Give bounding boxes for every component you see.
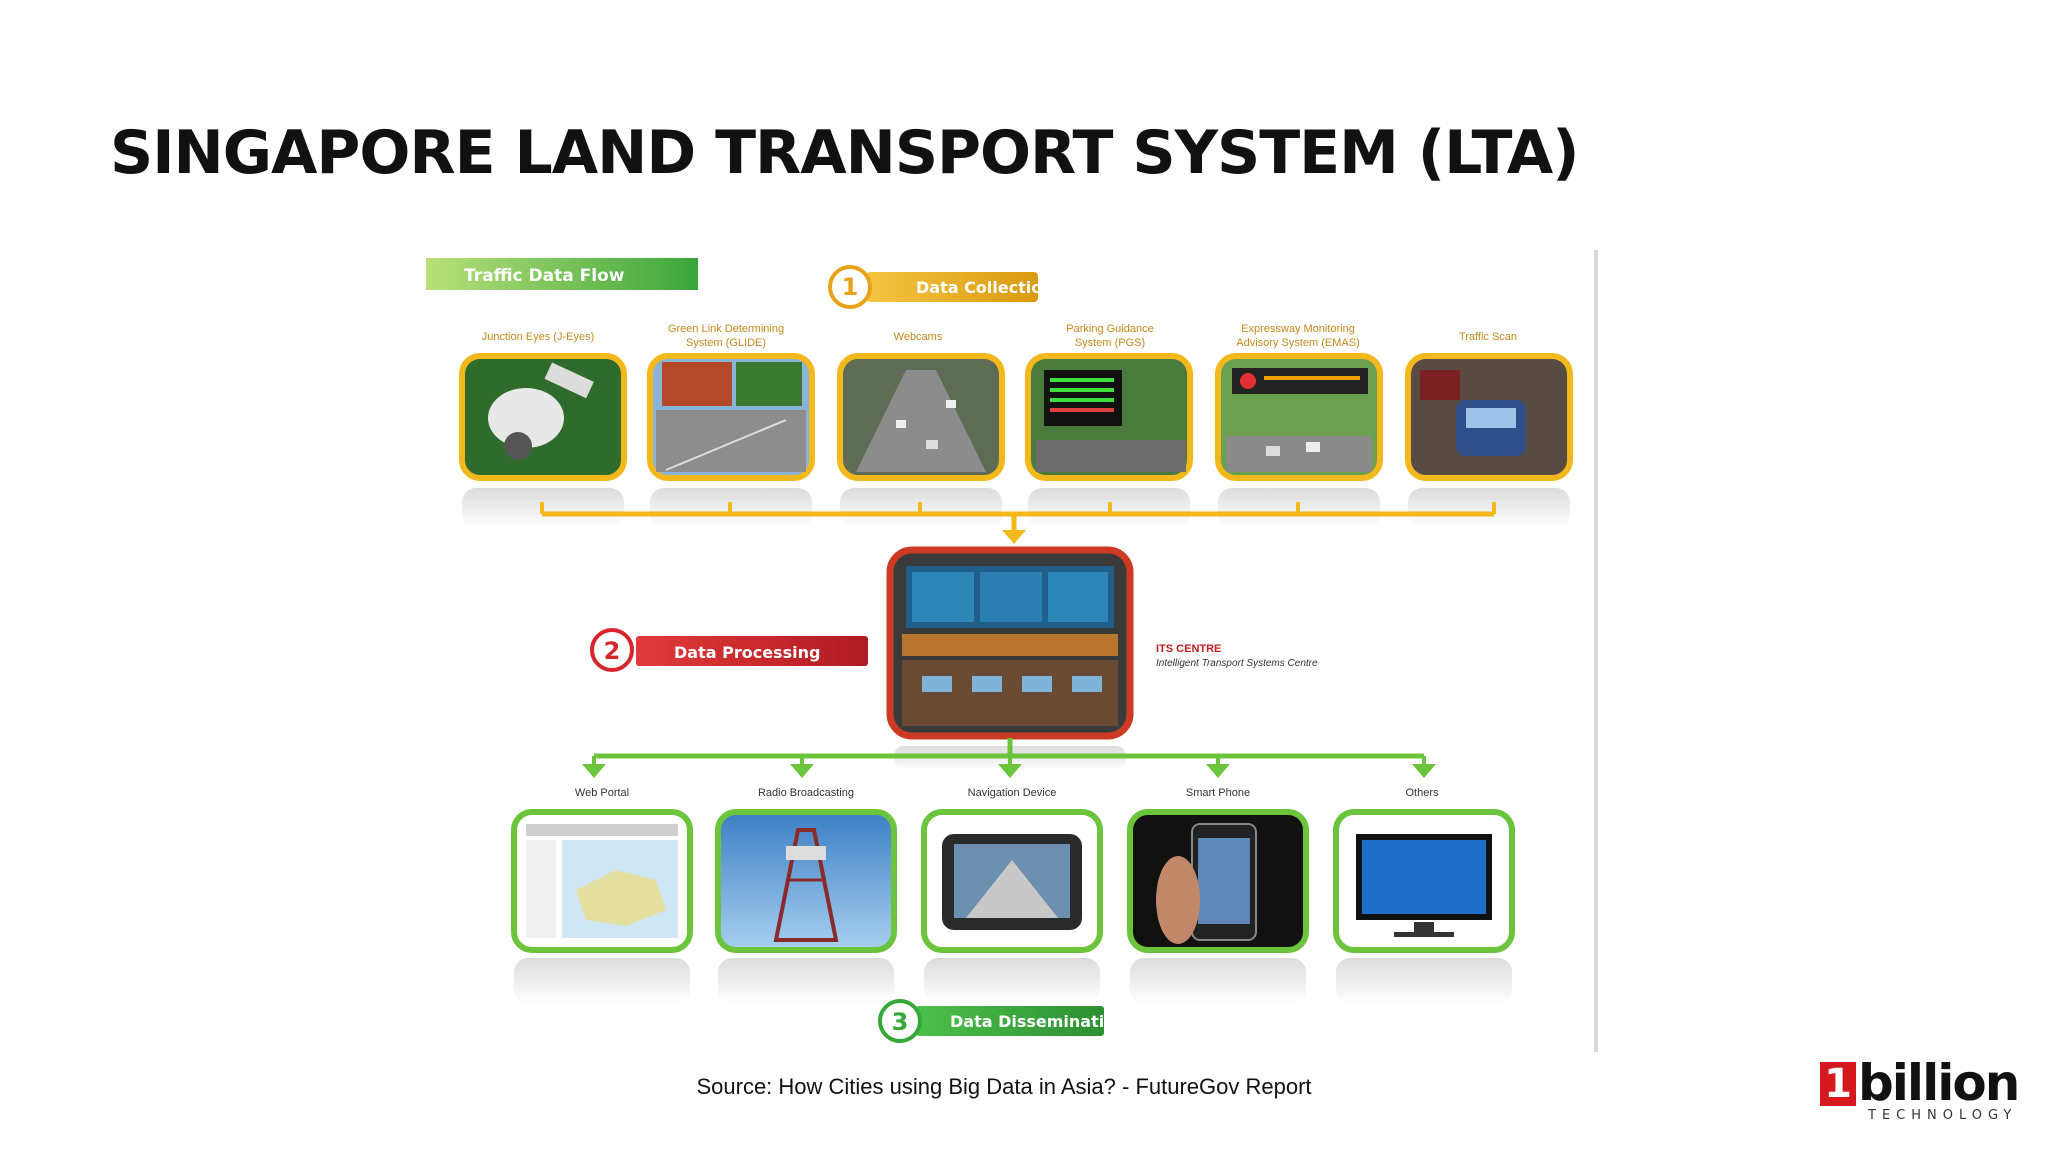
source-tile-jeyes bbox=[459, 353, 627, 528]
output-label-others: Others bbox=[1405, 787, 1439, 799]
company-logo: 1 billion TECHNOLOGY bbox=[1820, 1054, 2020, 1124]
output-tile-web-portal bbox=[511, 809, 693, 1004]
output-tile-navigation bbox=[921, 809, 1103, 1004]
source-tile-emas bbox=[1215, 353, 1383, 528]
source-tile-webcams bbox=[837, 353, 1005, 528]
source-tile-glide bbox=[647, 353, 815, 528]
its-centre-tile bbox=[886, 546, 1134, 770]
svg-text:Data Dissemination: Data Dissemination bbox=[950, 1012, 1127, 1031]
dissemination-connector bbox=[582, 738, 1436, 778]
source-tile-traffic-scan bbox=[1405, 353, 1573, 528]
its-centre-full-name: Intelligent Transport Systems Centre bbox=[1156, 658, 1318, 669]
output-tile-smart-phone bbox=[1127, 809, 1309, 1004]
svg-text:2: 2 bbox=[604, 637, 621, 665]
source-caption: Source: How Cities using Big Data in Asi… bbox=[696, 1074, 1312, 1099]
flow-diagram: Traffic Data Flow 1 Data Collection Junc… bbox=[426, 258, 1573, 1043]
output-label-radio: Radio Broadcasting bbox=[758, 787, 854, 799]
source-label-jeyes: Junction Eyes (J-Eyes) bbox=[482, 331, 594, 343]
svg-text:Data Processing: Data Processing bbox=[674, 643, 820, 662]
traffic-data-flow-figure: Traffic Data Flow 1 Data Collection Junc… bbox=[426, 250, 1598, 1052]
collection-connector bbox=[540, 502, 1496, 544]
slide-title: SINGAPORE LAND TRANSPORT SYSTEM (LTA) bbox=[110, 118, 1580, 188]
svg-text:Data Collection: Data Collection bbox=[916, 278, 1054, 297]
stage-2-badge: 2 Data Processing bbox=[590, 628, 868, 672]
svg-text:3: 3 bbox=[892, 1008, 909, 1036]
logo-digit: 1 bbox=[1820, 1062, 1856, 1106]
source-label-webcams: Webcams bbox=[894, 331, 943, 343]
stage-1-badge: 1 Data Collection bbox=[828, 265, 1054, 309]
output-label-web-portal: Web Portal bbox=[575, 787, 629, 799]
stage-3-badge: 3 Data Dissemination bbox=[878, 999, 1127, 1043]
output-tile-others bbox=[1333, 809, 1515, 1004]
output-tile-radio bbox=[715, 809, 897, 1004]
logo-word: billion bbox=[1858, 1054, 2020, 1112]
source-label-traffic-scan: Traffic Scan bbox=[1459, 331, 1517, 343]
its-centre-name: ITS CENTRE bbox=[1156, 643, 1221, 655]
logo-tagline: TECHNOLOGY bbox=[1868, 1108, 2018, 1123]
svg-text:1: 1 bbox=[842, 273, 859, 301]
output-label-smart-phone: Smart Phone bbox=[1186, 787, 1250, 799]
banner-label: Traffic Data Flow bbox=[464, 266, 625, 286]
output-label-navigation: Navigation Device bbox=[968, 787, 1057, 799]
banner-bg bbox=[426, 258, 698, 290]
